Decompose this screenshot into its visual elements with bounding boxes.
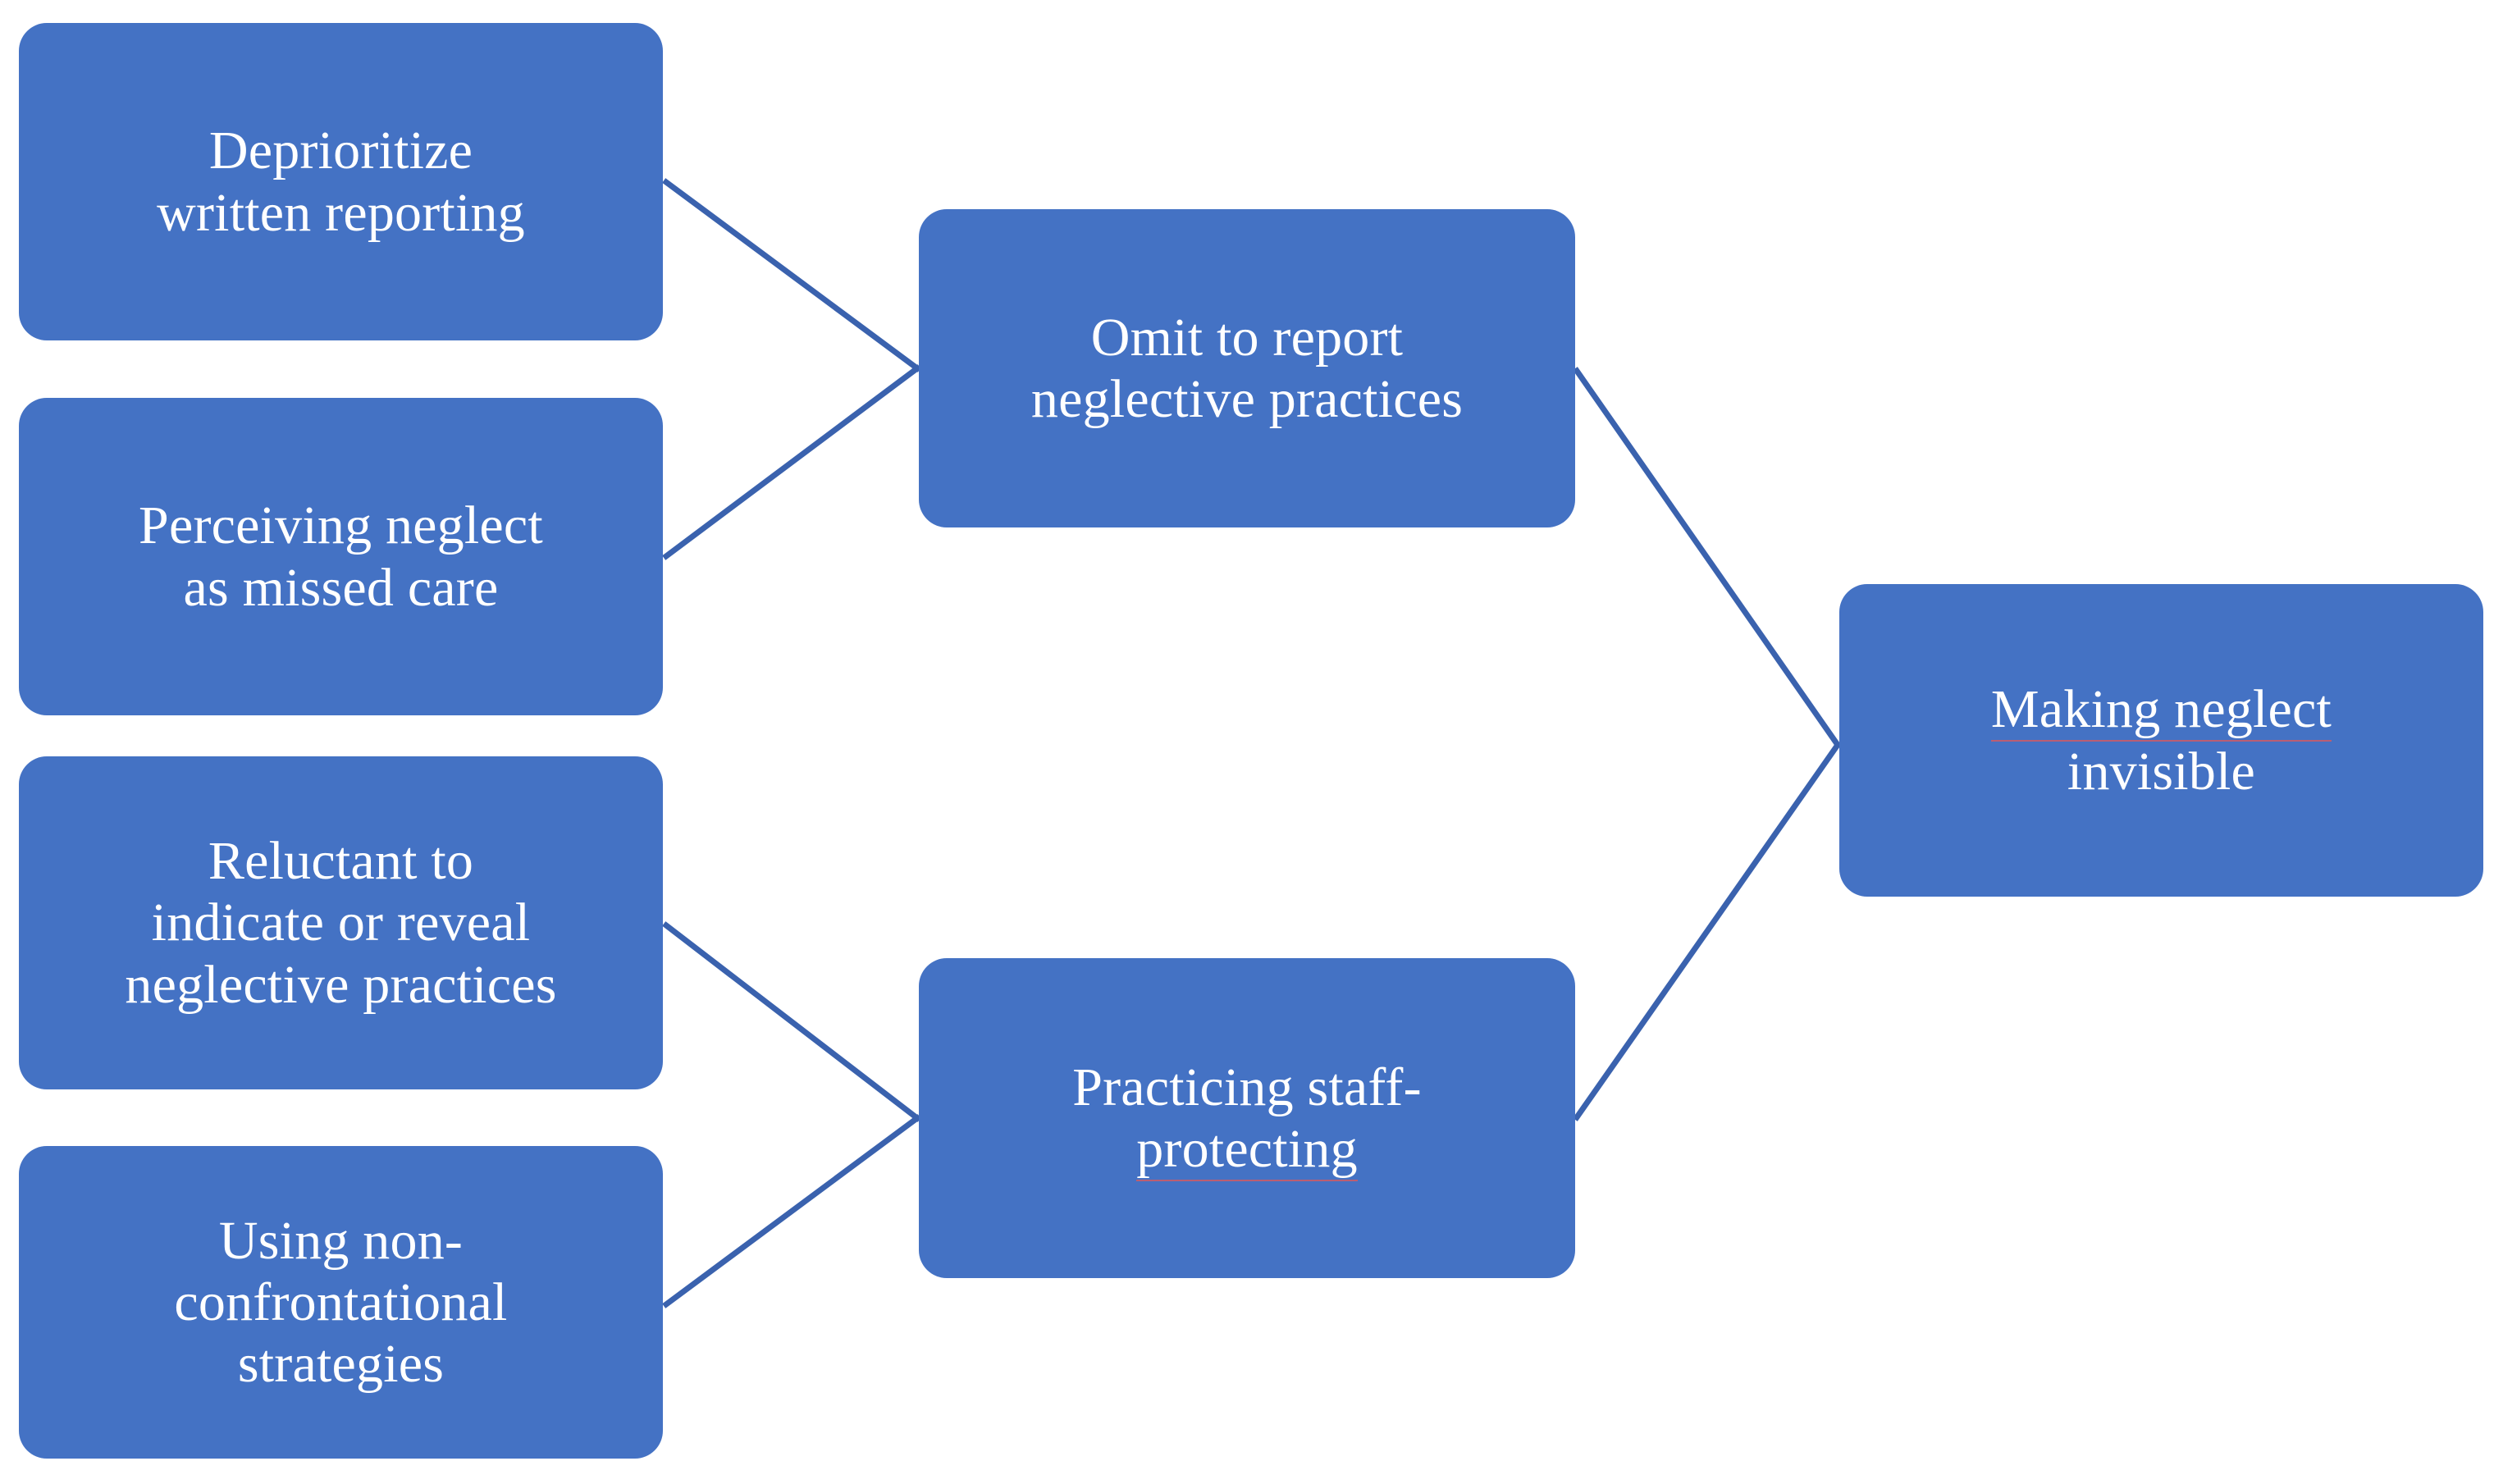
spellcheck-underline: protecting — [1136, 1119, 1358, 1181]
node-deprioritize-written-reporting[interactable]: Deprioritize written reporting — [19, 23, 663, 340]
node-label: Practicing staff- protecting — [940, 1057, 1554, 1181]
node-using-non-confrontational-strategies[interactable]: Using non- confrontational strategies — [19, 1146, 663, 1459]
node-practicing-staff-protecting[interactable]: Practicing staff- protecting — [919, 958, 1575, 1278]
edge-reluctant-to-practicing — [662, 921, 921, 1122]
node-label: Omit to report neglective practices — [1030, 307, 1464, 429]
node-reluctant-to-indicate-or-reveal-neglective-practices[interactable]: Reluctant to indicate or reveal neglecti… — [19, 756, 663, 1089]
node-label: Reluctant to indicate or reveal neglecti… — [125, 831, 557, 1015]
node-label: Deprioritize written reporting — [157, 121, 525, 243]
edge-practicing-to-making-neglect-invisible — [1573, 741, 1842, 1121]
node-making-neglect-invisible[interactable]: Making neglect invisible — [1839, 584, 2483, 897]
edge-using-to-practicing — [662, 1114, 921, 1308]
node-label: Perceiving neglect as missed care — [139, 495, 543, 618]
node-label: Using non- confrontational strategies — [174, 1210, 508, 1395]
node-label: Making neglect invisible — [1990, 679, 2332, 801]
node-perceiving-neglect-as-missed-care[interactable]: Perceiving neglect as missed care — [19, 398, 663, 715]
node-omit-to-report-neglective-practices[interactable]: Omit to report neglective practices — [919, 209, 1575, 527]
edge-perceiving-to-omit — [662, 364, 921, 560]
edge-omit-to-making-neglect-invisible — [1573, 367, 1842, 749]
spellcheck-underline: Making neglect — [1990, 679, 2332, 742]
edge-deprioritize-to-omit — [662, 178, 921, 372]
